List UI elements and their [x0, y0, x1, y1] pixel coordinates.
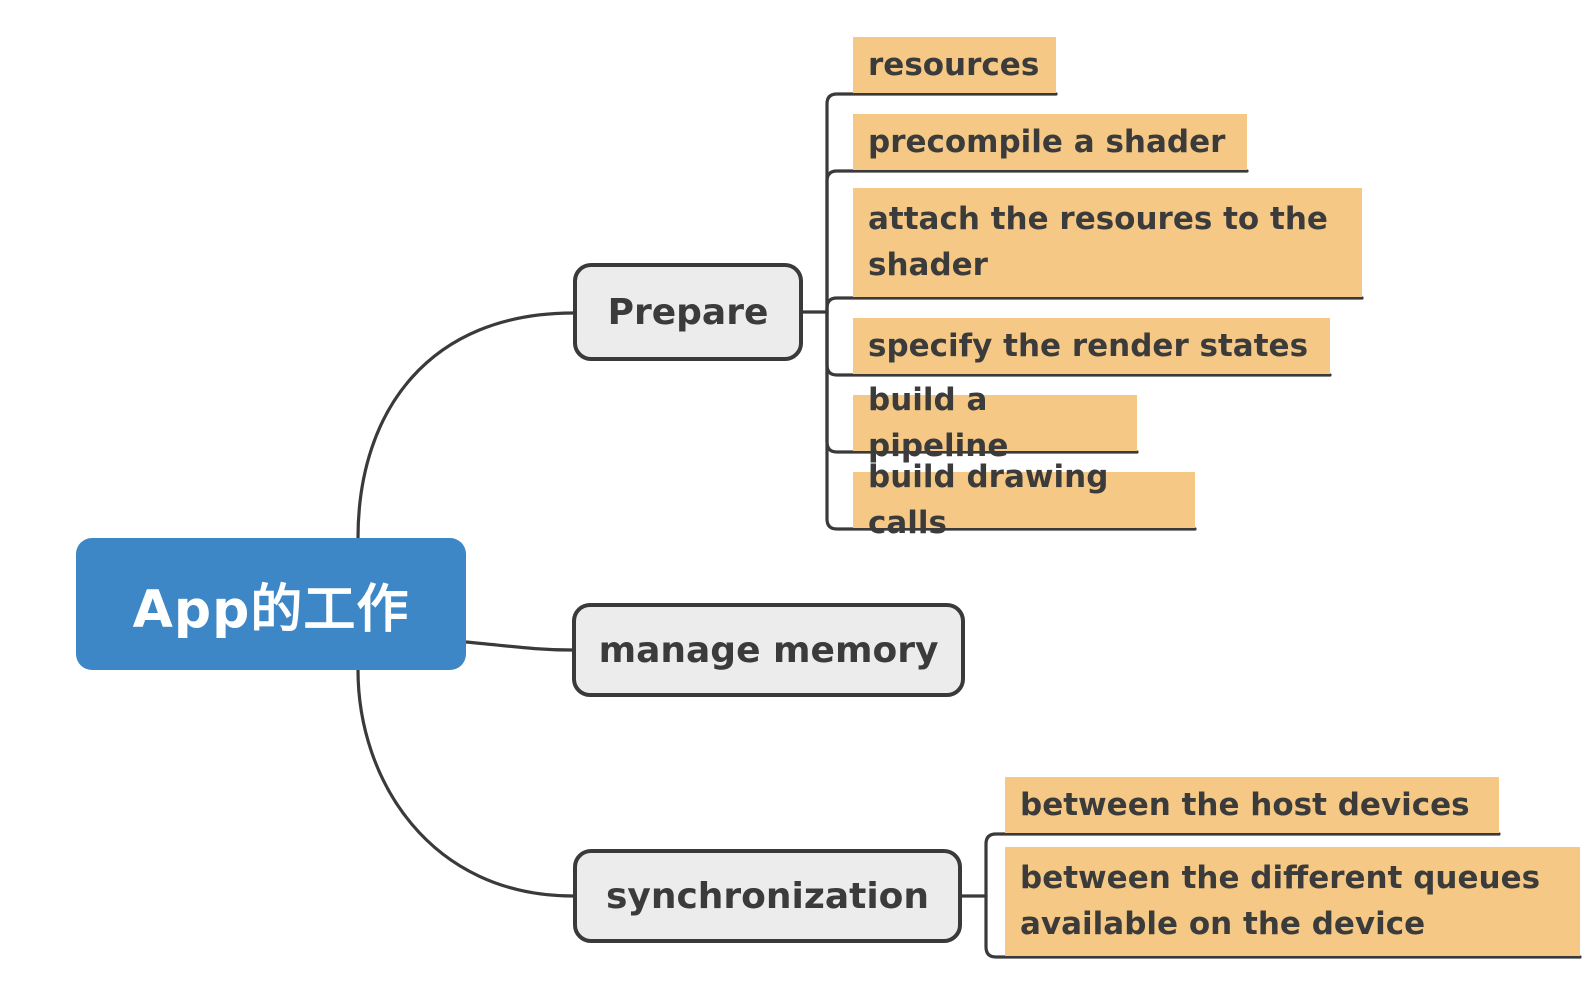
edge-root-synchronization: [356, 668, 575, 898]
subtopic-attach-resources[interactable]: attach the resoures to the shader: [853, 188, 1362, 297]
subtopic-build-pipeline[interactable]: build a pipeline: [853, 382, 1137, 464]
root-topic-label: App的工作: [132, 579, 410, 640]
edge-prepare-attach: [825, 296, 1364, 314]
subtopic-between-queues[interactable]: between the different queues available o…: [1005, 847, 1580, 956]
subtopic-render-states-label: specify the render states: [868, 328, 1309, 364]
topic-synchronization-label: synchronization: [605, 875, 930, 917]
subtopic-build-pipeline-label: build a pipeline: [868, 382, 1009, 464]
edge-sync-queues: [984, 894, 1582, 959]
edge-sync-host-devices: [984, 832, 1501, 898]
subtopic-between-host-devices[interactable]: between the host devices: [1005, 777, 1499, 833]
subtopic-attach-resources-label: attach the resoures to the shader: [868, 201, 1328, 283]
topic-manage-memory[interactable]: manage memory: [572, 603, 965, 697]
subtopic-between-host-devices-label: between the host devices: [1020, 787, 1470, 823]
edge-prepare-resources: [825, 92, 1058, 314]
subtopic-resources-label: resources: [868, 47, 1040, 83]
edge-prepare-precompile: [825, 169, 1249, 314]
subtopic-build-drawing-calls[interactable]: build drawing calls: [853, 459, 1195, 541]
subtopic-between-queues-label: between the different queues available o…: [1020, 860, 1541, 942]
topic-prepare[interactable]: Prepare: [573, 263, 803, 361]
subtopic-precompile-shader-label: precompile a shader: [868, 124, 1226, 160]
edge-root-manage-memory: [464, 640, 574, 652]
topic-prepare-label: Prepare: [607, 291, 769, 333]
root-topic[interactable]: App的工作: [76, 538, 466, 670]
subtopic-build-drawing-calls-label: build drawing calls: [868, 459, 1109, 541]
topic-manage-memory-label: manage memory: [598, 629, 939, 671]
subtopic-precompile-shader[interactable]: precompile a shader: [853, 114, 1247, 170]
edge-prepare-drawing: [825, 310, 1197, 531]
subtopic-resources[interactable]: resources: [853, 37, 1056, 93]
topic-synchronization[interactable]: synchronization: [573, 849, 962, 943]
subtopic-render-states[interactable]: specify the render states: [853, 318, 1330, 374]
edge-root-prepare: [356, 311, 575, 540]
